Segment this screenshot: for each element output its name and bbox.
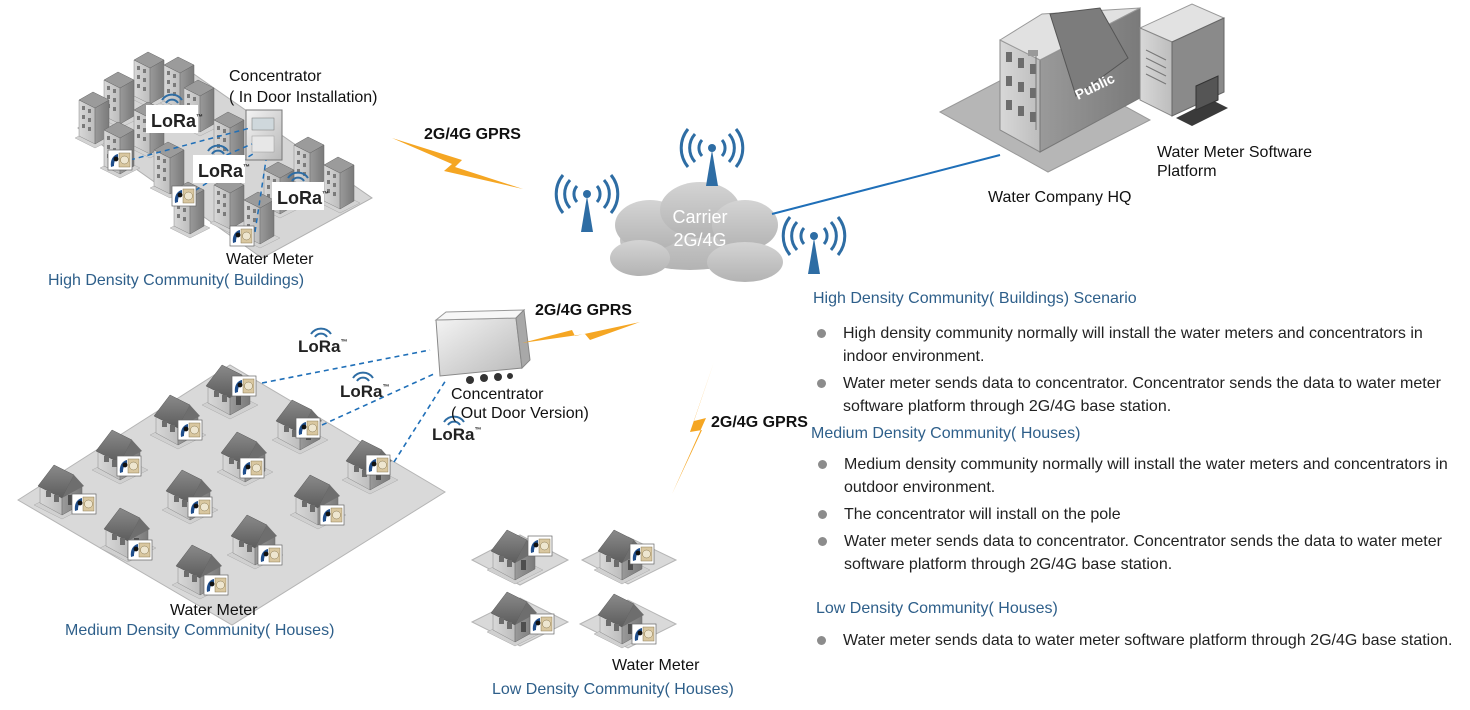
lora-trademark: ™: [341, 339, 348, 346]
water-meter-label-low: Water Meter: [612, 657, 700, 674]
base-station-tower-icon: [554, 173, 620, 234]
gprs-lightning-bolt-2: [522, 322, 640, 343]
indoor-concentrator-device: [245, 109, 283, 161]
lora-text: LoRa™: [198, 161, 250, 181]
lora-badge-high-3: LoRa™: [272, 171, 329, 210]
hq-link-line: [771, 154, 1001, 215]
lora-trademark: ™: [383, 384, 390, 391]
medium-density-community-illustration: [17, 349, 447, 626]
lora-badge-high-2: LoRa™: [193, 144, 250, 183]
low-density-caption: Low Density Community( Houses): [492, 681, 734, 698]
lora-text: LoRa™: [432, 425, 482, 444]
lora-trademark: ™: [196, 114, 203, 121]
platform-label-line1: Water Meter Software: [1157, 144, 1313, 161]
gprs-label-3: 2G/4G GPRS: [711, 414, 808, 431]
indoor-concentrator-label-line1: Concentrator: [229, 68, 322, 85]
outdoor-concentrator-label-line1: Concentrator: [451, 386, 544, 403]
lora-badge-high-1: LoRa™: [146, 93, 203, 133]
lora-badge-medium-2: LoRa™: [340, 371, 390, 401]
base-station-tower-icon: [781, 215, 847, 276]
carrier-label-line2: 2G/4G: [673, 230, 727, 250]
bullet-item: The concentrator will install on the pol…: [814, 503, 1454, 526]
lora-text: LoRa™: [298, 337, 348, 356]
medium-density-caption: Medium Density Community( Houses): [65, 622, 335, 639]
indoor-concentrator-label-line2: ( In Door Installation): [229, 89, 378, 106]
base-station-tower-icon: [679, 127, 745, 188]
gprs-label-2: 2G/4G GPRS: [535, 302, 632, 319]
lora-text: LoRa™: [340, 382, 390, 401]
medium-scenario-bullets: Medium density community normally will i…: [814, 453, 1454, 580]
bullet-item: Water meter sends data to water meter so…: [813, 629, 1458, 652]
water-meter-label-medium: Water Meter: [170, 602, 258, 619]
bullet-item: High density community normally will ins…: [813, 322, 1453, 368]
water-company-hq-building-icon: Public: [938, 7, 1152, 173]
outdoor-concentrator-device: [434, 308, 531, 384]
lora-trademark: ™: [322, 191, 329, 198]
high-scenario-bullets: High density community normally will ins…: [813, 322, 1453, 422]
gprs-lightning-bolt-1: [392, 138, 523, 189]
gprs-label-1: 2G/4G GPRS: [424, 126, 521, 143]
lora-trademark: ™: [475, 427, 482, 434]
lora-text: LoRa™: [151, 111, 203, 131]
bullet-item: Medium density community normally will i…: [814, 453, 1454, 499]
lora-badge-medium-1: LoRa™: [298, 327, 348, 356]
water-meter-label-high: Water Meter: [226, 251, 314, 268]
bullet-item: Water meter sends data to concentrator. …: [813, 372, 1453, 418]
software-platform-server-icon: [1138, 3, 1228, 126]
low-density-community-illustration: [470, 529, 678, 649]
low-scenario-bullets: Water meter sends data to water meter so…: [813, 629, 1458, 656]
lora-text: LoRa™: [277, 188, 329, 208]
outdoor-concentrator-label-line2: ( Out Door Version): [451, 405, 589, 422]
gprs-lightning-bolt-3: [672, 362, 714, 494]
high-density-caption: High Density Community( Buildings): [48, 272, 305, 289]
lora-badge-medium-3: LoRa™: [432, 415, 482, 444]
platform-label-line2: Platform: [1157, 163, 1217, 180]
water-company-hq-label: Water Company HQ: [988, 189, 1132, 206]
carrier-label-line1: Carrier: [672, 207, 728, 227]
low-scenario-heading: Low Density Community( Houses): [816, 600, 1058, 617]
high-scenario-heading: High Density Community( Buildings) Scena…: [813, 290, 1137, 307]
lora-trademark: ™: [243, 164, 250, 171]
bullet-item: Water meter sends data to concentrator. …: [814, 530, 1454, 576]
carrier-cloud: [610, 182, 783, 282]
medium-scenario-heading: Medium Density Community( Houses): [811, 425, 1081, 442]
